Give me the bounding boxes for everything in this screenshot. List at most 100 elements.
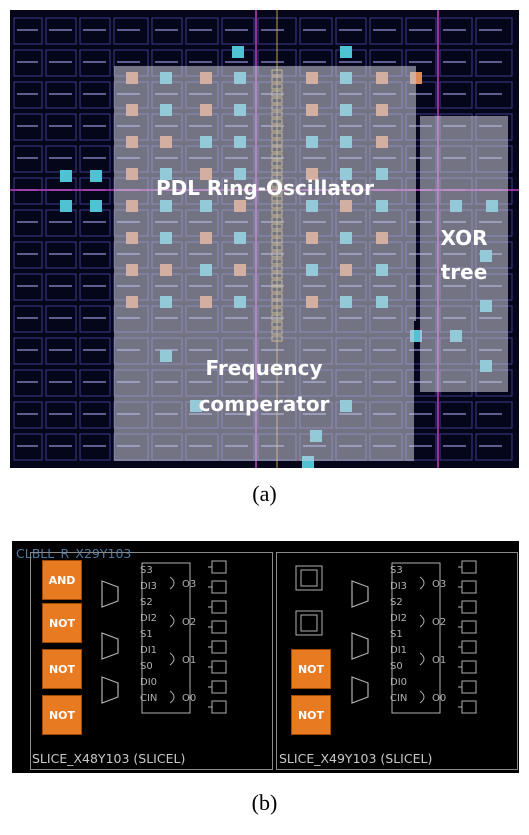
- flip-flop: [461, 620, 477, 634]
- xor-gate: [169, 652, 175, 666]
- clb-cell: [45, 401, 77, 429]
- clb-cell: [299, 17, 333, 45]
- clb-cell: [79, 337, 111, 365]
- clb-cell: [475, 49, 513, 77]
- carry-out-label: O2: [432, 617, 446, 628]
- carry-out-label: O1: [432, 655, 446, 666]
- clb-cell: [13, 177, 43, 205]
- lut-inner: [300, 569, 318, 587]
- gate-not-5: NOT: [291, 695, 331, 735]
- clb-cell: [13, 241, 43, 269]
- carry-out-label: O2: [182, 617, 196, 628]
- lut-square: [232, 46, 244, 58]
- clb-cell: [13, 305, 43, 333]
- clb-cell: [475, 81, 513, 109]
- carry-out-label: O1: [182, 655, 196, 666]
- clb-cell: [405, 17, 437, 45]
- frequency-comparator-region: [114, 321, 414, 461]
- clb-cell: [475, 17, 513, 45]
- lut-square: [90, 170, 102, 182]
- clb-cell: [45, 113, 77, 141]
- carry-pin-label: S3: [140, 565, 153, 576]
- clb-cell: [45, 337, 77, 365]
- carry-pin-label: S3: [390, 565, 403, 576]
- clb-cell: [13, 113, 43, 141]
- flip-flop: [461, 580, 477, 594]
- carry-pin-label: CIN: [390, 693, 407, 704]
- carry-pin-label: S1: [390, 629, 403, 640]
- carry-chain-block: [141, 562, 191, 714]
- flip-flop: [461, 560, 477, 574]
- flip-flop: [211, 560, 227, 574]
- clb-cell: [475, 433, 513, 461]
- clb-cell: [45, 273, 77, 301]
- lut-left-frame: [295, 565, 323, 591]
- flip-flop: [461, 660, 477, 674]
- flip-flop: [211, 640, 227, 654]
- clb-cell: [439, 17, 473, 45]
- clb-cell: [13, 145, 43, 173]
- xor-gate: [169, 690, 175, 704]
- carry-pin-label: S0: [390, 661, 403, 672]
- flip-flop: [211, 580, 227, 594]
- mux-right: [351, 580, 369, 608]
- slice-right: [276, 552, 518, 770]
- clb-cell: [439, 81, 473, 109]
- flip-flop: [211, 600, 227, 614]
- frequency-comparator-label-line1: Frequency: [205, 356, 323, 380]
- clb-cell: [45, 241, 77, 269]
- clb-cell: [45, 209, 77, 237]
- carry-pin-label: S0: [140, 661, 153, 672]
- mux-right: [351, 632, 369, 660]
- slice-left-label: SLICE_X48Y103 (SLICEL): [32, 751, 186, 766]
- clb-cell: [13, 369, 43, 397]
- ring-oscillator-region: [114, 66, 416, 321]
- gate-not-2: NOT: [42, 649, 82, 689]
- clb-cell: [45, 145, 77, 173]
- carry-pin-label: DI1: [140, 645, 157, 656]
- clb-cell: [13, 209, 43, 237]
- clb-cell: [79, 145, 111, 173]
- clb-cell: [79, 241, 111, 269]
- clb-cell: [439, 433, 473, 461]
- clb-cell: [45, 17, 77, 45]
- xor-tree-label-line2: tree: [440, 260, 488, 284]
- xor-gate: [419, 576, 425, 590]
- flip-flop: [211, 700, 227, 714]
- lut-square: [340, 46, 352, 58]
- gate-not-4: NOT: [291, 649, 331, 689]
- mux-left: [101, 580, 119, 608]
- carry-chain-block: [391, 562, 441, 714]
- flip-flop: [461, 640, 477, 654]
- carry-out-label: O3: [432, 579, 446, 590]
- clb-cell: [13, 433, 43, 461]
- clb-cell: [45, 49, 77, 77]
- carry-pin-label: DI1: [390, 645, 407, 656]
- lut-square: [90, 200, 102, 212]
- lut-inner: [300, 614, 318, 632]
- mux-right: [351, 676, 369, 704]
- xor-tree-label-line1: XOR: [440, 226, 488, 250]
- caption-b: (b): [251, 790, 278, 815]
- lut-square: [60, 170, 72, 182]
- clb-cell: [45, 433, 77, 461]
- carry-pin-label: S2: [390, 597, 403, 608]
- lut-left-frame: [295, 610, 323, 636]
- clb-cell: [79, 81, 111, 109]
- caption-a: (a): [252, 481, 277, 506]
- clb-cell: [13, 401, 43, 429]
- carry-pin-label: DI0: [390, 677, 407, 688]
- carry-pin-label: DI3: [390, 581, 407, 592]
- gate-and: AND: [42, 560, 82, 600]
- xor-gate: [419, 690, 425, 704]
- clb-cell: [113, 17, 149, 45]
- slice-circuit-drawing: S3DI3S2DI2S1DI1S0DI0CINO3O2O1O0S3DI3S2DI…: [101, 560, 477, 714]
- carry-pin-label: DI2: [390, 613, 407, 624]
- xor-gate: [169, 614, 175, 628]
- mux-left: [101, 632, 119, 660]
- slice-right-label: SLICE_X49Y103 (SLICEL): [279, 751, 433, 766]
- lut-square: [60, 200, 72, 212]
- frequency-comparator-label-line2: comperator: [198, 392, 330, 416]
- xor-gate: [169, 576, 175, 590]
